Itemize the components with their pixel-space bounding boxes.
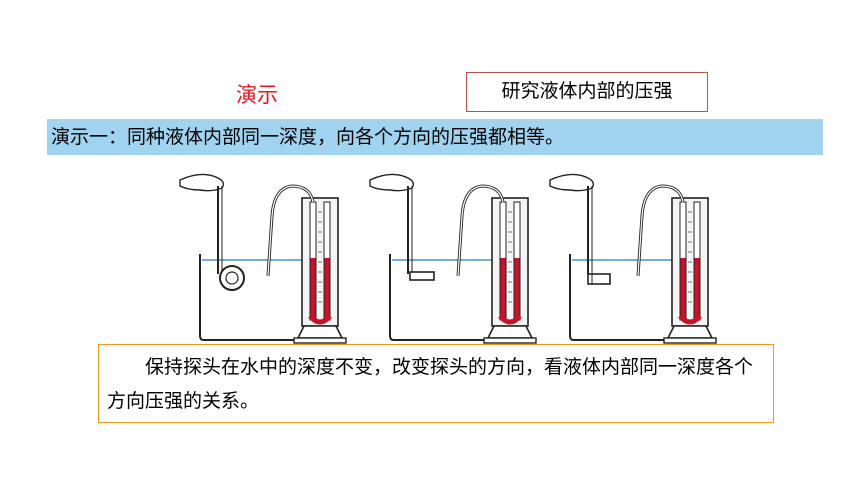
note-box: 保持探头在水中的深度不变，改变探头的方向，看液体内部同一深度各个方向压强的关系。: [98, 344, 774, 423]
pressure-gauge-illustration: [160, 156, 745, 346]
demo-label: 演示: [236, 83, 278, 107]
banner: 演示一：同种液体内部同一深度，向各个方向的压强都相等。: [47, 119, 823, 155]
topic-box: 研究液体内部的压强: [466, 72, 708, 112]
